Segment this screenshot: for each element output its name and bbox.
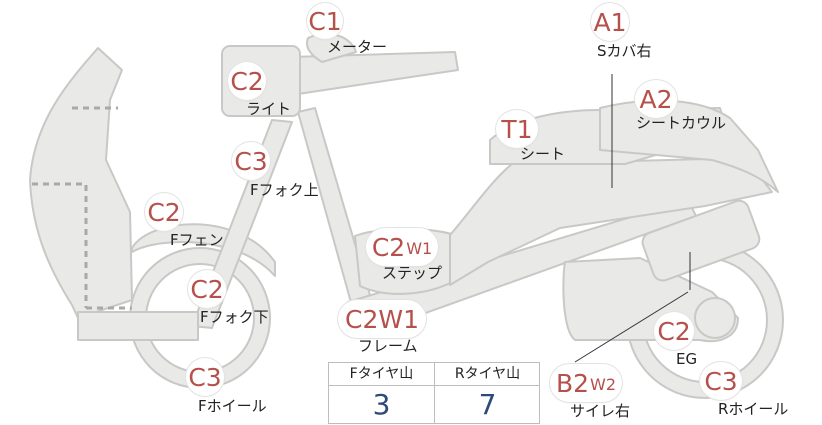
part-code-badge: A1 [591,3,629,41]
part-code-badge: C3 [186,358,224,396]
part-code-badge: C2 [188,270,226,308]
part-label: Fフェン [170,231,224,249]
front-shield-dashed-mid [32,182,88,308]
part-label: シートカウル [636,114,727,132]
part-code-badge: C2W1 [338,300,426,338]
part-code: C3 [188,362,222,392]
part-code-badge: C2 [228,62,266,100]
part-label: メーター [327,38,388,56]
part-label: EG [676,350,698,368]
front-tire-tread-value: 3 [372,388,391,421]
part-label: Sカバ右 [597,42,652,60]
front-tire-tread-header: Fタイヤ山 [329,363,434,386]
leader-line-muffler [574,291,689,363]
part-label: Rホイール [718,400,789,418]
part-code-badge: C2 [145,193,183,231]
part-code: C2 [147,197,181,227]
part-code: A1 [593,7,627,37]
part-code: A2 [639,84,673,114]
part-label: シート [520,145,566,163]
part-code-badge: B2 W2 [550,364,622,402]
part-code-badge: C2 [654,312,694,350]
part-label: Fフォク下 [200,308,269,326]
part-code: C3 [704,366,738,396]
part-code: C1 [308,6,342,36]
part-code: C2 [190,274,224,304]
part-code-badge: T1 [496,110,538,148]
part-code-sub: W2 [590,375,617,394]
leg-shield-floor [77,311,199,341]
part-code: C3 [234,146,268,176]
part-code: C2 [657,316,691,346]
part-label: フレーム [358,337,418,355]
part-label: ライト [246,100,292,118]
part-code: T1 [501,114,533,144]
rear-tire-tread-value: 7 [478,388,497,421]
tire-tread-table: Fタイヤ山 Rタイヤ山 3 7 [328,362,540,424]
part-code: B2 [555,368,590,398]
part-code-sub: W1 [406,239,433,258]
part-label: ステップ [382,264,443,282]
part-label: サイレ右 [570,402,631,420]
part-label: Fホイール [198,397,267,415]
part-code-badge: C3 [700,362,742,400]
rear-hub-shape [694,297,736,339]
part-code-badge: A2 [635,80,677,118]
muffler-shape [641,199,761,282]
part-label: Fフォク上 [250,181,319,199]
table-divider [434,363,435,423]
part-code: C2 [230,66,264,96]
part-code-badge: C1 [307,3,343,39]
side-cover-shape [449,157,773,286]
part-code-badge: C3 [232,142,270,180]
part-code: C2W1 [345,304,419,334]
part-code-badge: C2 W1 [366,228,438,266]
part-code: C2 [371,232,406,262]
rear-tire-tread-header: Rタイヤ山 [435,363,540,386]
